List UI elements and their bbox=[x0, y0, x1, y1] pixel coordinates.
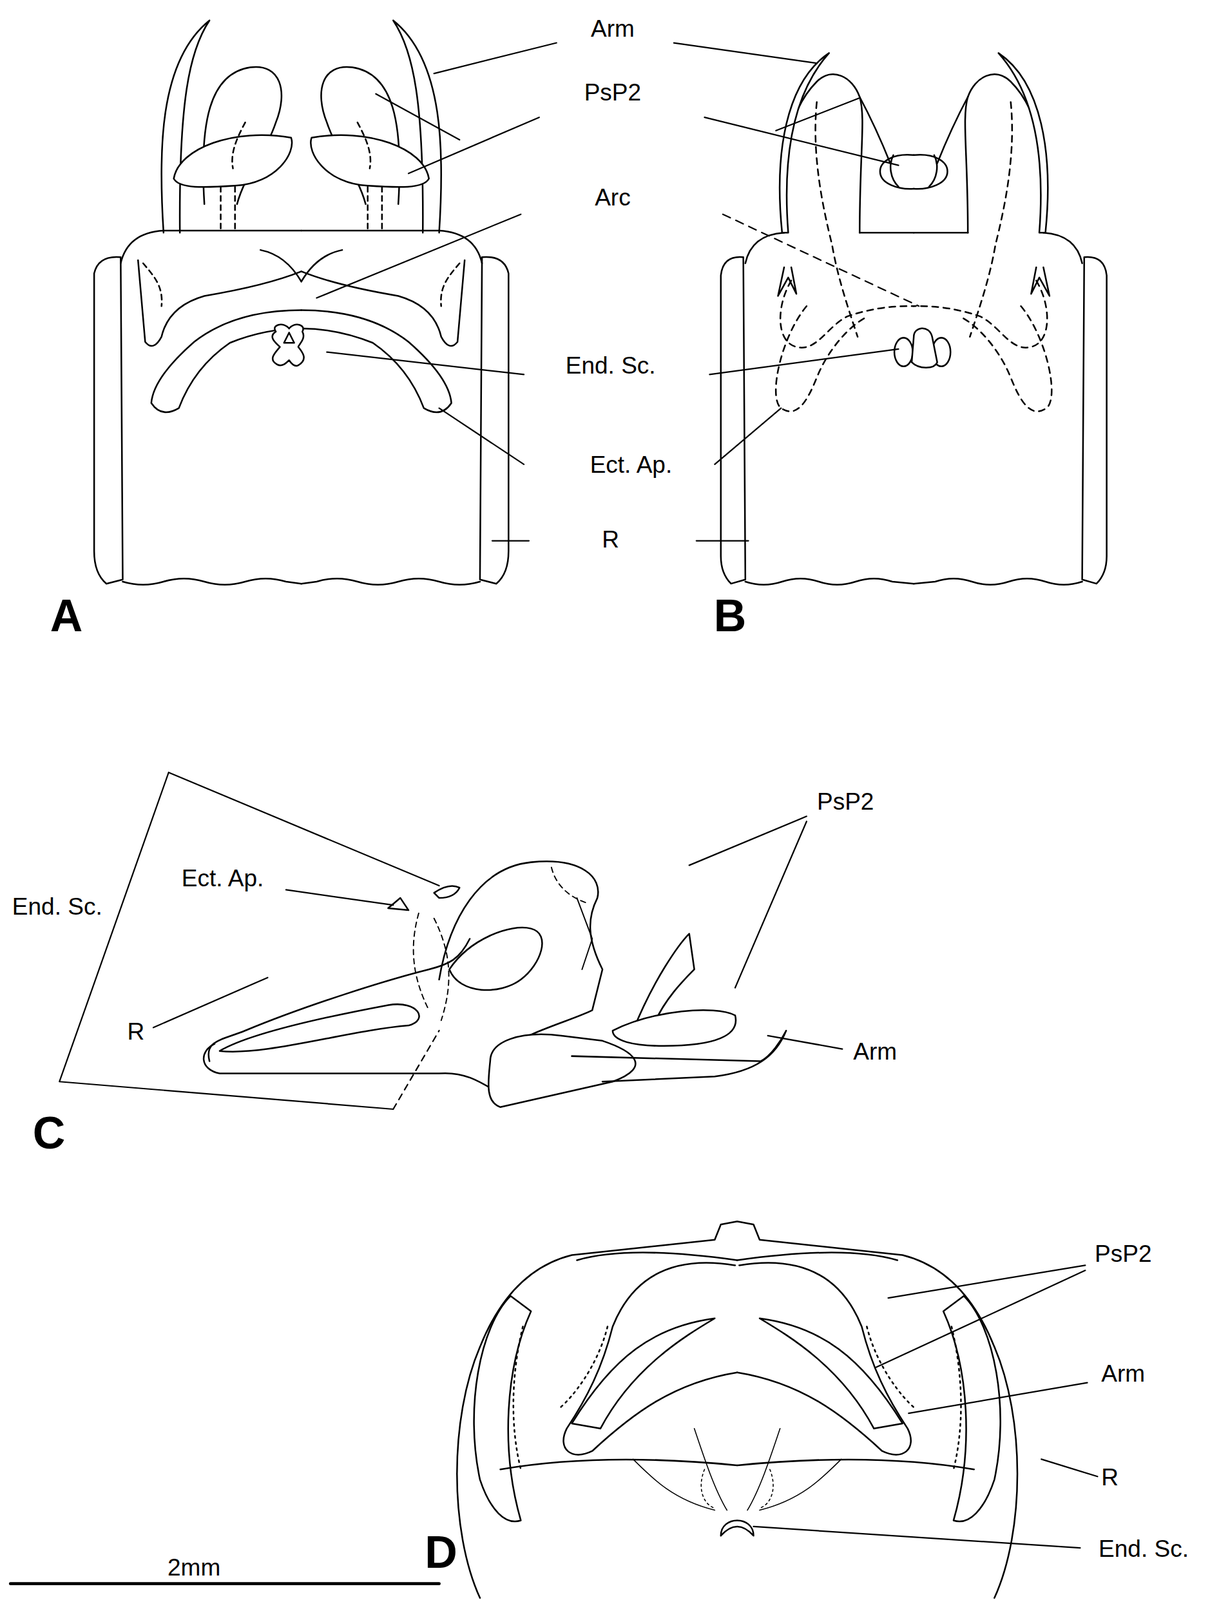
leader-lines-path bbox=[316, 214, 521, 299]
leader-lines bbox=[153, 43, 1098, 1549]
scale-bar-path bbox=[10, 1582, 439, 1586]
leader-lines-path bbox=[876, 1265, 1086, 1368]
part-label: End. Sc. bbox=[1098, 1537, 1189, 1562]
panel-a-drawing-use bbox=[94, 20, 302, 586]
leader-lines-path bbox=[753, 1526, 1080, 1549]
panel-c-drawing-path bbox=[612, 1010, 736, 1046]
panel-c-drawing bbox=[59, 772, 787, 1110]
part-label: Arm bbox=[1101, 1361, 1145, 1386]
panel-letter: A bbox=[50, 593, 84, 639]
panel-c-drawing-path bbox=[576, 898, 593, 970]
part-label: Arm bbox=[853, 1039, 897, 1064]
panel-c-drawing-path bbox=[488, 1034, 636, 1108]
leader-lines-path bbox=[492, 540, 749, 542]
scale-bar bbox=[10, 1583, 439, 1585]
part-label: R bbox=[1101, 1465, 1119, 1490]
panel-d-drawing-path bbox=[720, 1520, 754, 1537]
part-label: Arm bbox=[590, 16, 635, 41]
leader-lines-path bbox=[153, 978, 268, 1029]
panel-a-drawing-path bbox=[272, 324, 305, 366]
panel-b-drawing-use bbox=[913, 52, 1107, 585]
panel-letter: C bbox=[32, 1110, 66, 1156]
part-label: Ect. Ap. bbox=[181, 865, 265, 890]
leader-lines-path bbox=[434, 43, 817, 75]
panel-c-drawing-path bbox=[434, 886, 461, 899]
leader-lines-path bbox=[286, 889, 394, 906]
leader-lines-path bbox=[722, 214, 919, 307]
part-label: PsP2 bbox=[1094, 1242, 1152, 1267]
leader-lines-path bbox=[375, 94, 899, 174]
panel-a-drawing-path bbox=[284, 332, 295, 343]
part-label: End. Sc. bbox=[565, 353, 656, 378]
panel-c-drawing-path bbox=[59, 772, 439, 1110]
part-label: Ect. Ap. bbox=[590, 452, 673, 477]
panel-letter: B bbox=[713, 593, 747, 639]
panel-a-drawing-use bbox=[301, 20, 509, 586]
panel-b-drawing bbox=[720, 52, 1107, 585]
part-label: R bbox=[126, 1019, 145, 1044]
panel-c-drawing-path bbox=[439, 861, 603, 1051]
panel-c-drawing-path bbox=[219, 1004, 420, 1053]
panel-c-drawing-path bbox=[387, 898, 409, 911]
part-label: PsP2 bbox=[584, 79, 642, 104]
leader-lines-path bbox=[768, 1036, 843, 1050]
part-label: PsP2 bbox=[816, 789, 874, 814]
leader-lines-path bbox=[689, 816, 807, 988]
panel-c-drawing-path bbox=[413, 867, 588, 1022]
leader-lines-path bbox=[1041, 1459, 1098, 1477]
leader-lines-path bbox=[908, 1383, 1087, 1415]
panel-b-drawing-use bbox=[720, 52, 914, 585]
part-label: End. Sc. bbox=[12, 894, 103, 919]
scale-label: 2mm bbox=[167, 1555, 221, 1580]
panel-b-drawing-ellipse bbox=[894, 337, 913, 366]
part-label: R bbox=[601, 527, 620, 551]
panel-c-drawing-path bbox=[208, 938, 470, 1062]
panel-d-drawing-use bbox=[456, 1221, 738, 1599]
panel-c-drawing-path bbox=[449, 927, 542, 991]
panel-letter: D bbox=[424, 1530, 458, 1576]
panel-c-drawing-path bbox=[393, 1030, 439, 1110]
panel-b-drawing-path bbox=[911, 328, 938, 368]
panel-a-drawing bbox=[94, 20, 509, 586]
part-label: Arc bbox=[594, 184, 631, 209]
